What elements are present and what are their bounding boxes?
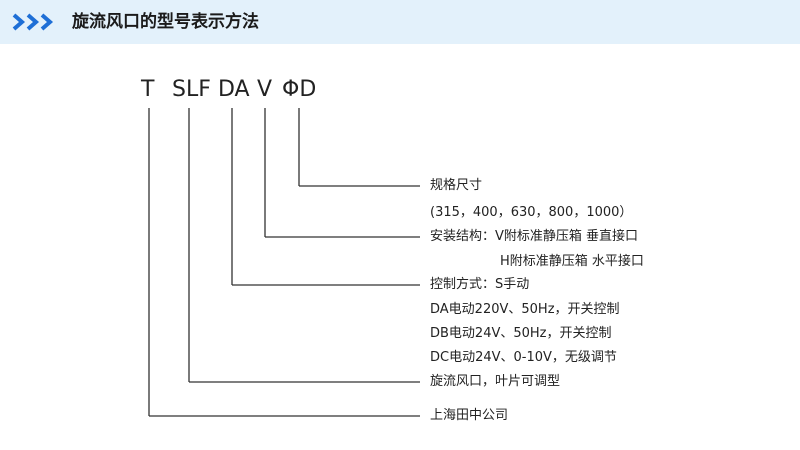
install-h: H附标准静压箱 水平接口	[500, 254, 644, 269]
code-v: V	[257, 77, 273, 102]
code-da: DA	[218, 77, 250, 102]
size-title: 规格尺寸	[430, 178, 483, 193]
code-t: T	[141, 77, 155, 102]
code-phid: ΦD	[282, 77, 317, 102]
control-dc: DC电动24V、0-10V，无级调节	[430, 350, 617, 365]
code-slf: SLF	[172, 77, 211, 102]
header-title: 旋流风口的型号表示方法	[72, 12, 259, 32]
control-title: 控制方式：S手动	[430, 277, 530, 292]
product-description: 旋流风口，叶片可调型	[430, 374, 561, 389]
control-da: DA电动220V、50Hz，开关控制	[430, 302, 620, 317]
size-values: (315，400，630，800，1000）	[430, 205, 633, 220]
control-db: DB电动24V、50Hz，开关控制	[430, 326, 612, 341]
section-header: 旋流风口的型号表示方法	[0, 0, 800, 44]
company-name: 上海田中公司	[430, 408, 509, 423]
install-v: 安装结构：V附标准静压箱 垂直接口	[430, 229, 639, 244]
triple-chevron-right-icon	[12, 13, 54, 31]
